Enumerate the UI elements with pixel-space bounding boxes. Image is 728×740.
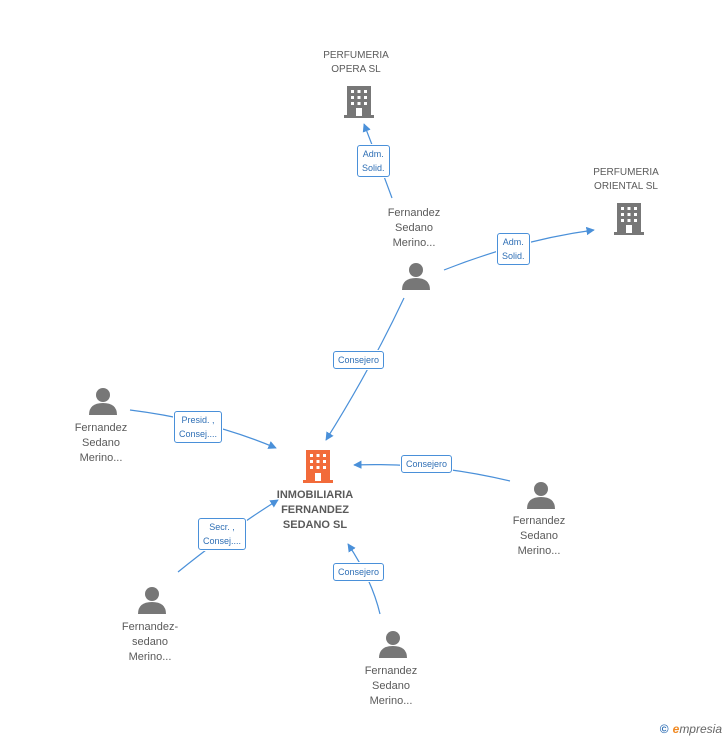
empresia-watermark[interactable]: ©empresia xyxy=(660,722,722,736)
person-icon xyxy=(89,388,117,415)
person-left-label[interactable]: Fernandez Sedano Merino... xyxy=(51,421,151,466)
edge-label-line: Adm. xyxy=(502,237,524,247)
main-building-icon xyxy=(303,450,333,483)
label-line: Fernandez xyxy=(74,422,128,434)
edge-label-line: Consejero xyxy=(338,355,380,365)
edge-label-line: Consejero xyxy=(338,567,380,577)
edge-label-line: Consejero xyxy=(406,459,448,469)
person-icon xyxy=(402,263,430,290)
edge-label-consejero-bottom: Consejero xyxy=(333,563,385,581)
label-line: PERFUMERIA xyxy=(323,50,389,61)
label-line: Fernandez- xyxy=(121,621,179,633)
edge-top-to-main xyxy=(325,297,405,441)
person-right-label[interactable]: Fernandez Sedano Merino... xyxy=(489,514,589,559)
label-line: sedano xyxy=(131,636,169,648)
label-line: ORIENTAL SL xyxy=(594,181,658,192)
label-line: PERFUMERIA xyxy=(593,167,659,178)
edge-label-consejero-right: Consejero xyxy=(401,455,453,473)
building-icon xyxy=(614,203,644,235)
edge-label-adm-solid-oriental: Adm. Solid. xyxy=(497,233,530,265)
edge-label-line: Consej.... xyxy=(179,429,218,439)
edge-label-line: Secr. , xyxy=(209,522,235,532)
label-line: Merino... xyxy=(369,695,413,707)
edge-label-line: Solid. xyxy=(362,163,385,173)
person-bottom-label[interactable]: Fernandez Sedano Merino... xyxy=(341,664,441,709)
label-line: Fernandez xyxy=(387,207,441,219)
label-line: Merino... xyxy=(79,452,123,464)
label-line: Merino... xyxy=(392,237,436,249)
label-line: Fernandez xyxy=(512,515,566,527)
edge-label-line: Consej.... xyxy=(203,536,242,546)
edge-label-adm-solid-opera: Adm. Solid. xyxy=(357,145,390,177)
label-line: Sedano xyxy=(82,437,120,449)
person-top-label[interactable]: Fernandez Sedano Merino... xyxy=(364,206,464,251)
brand-initial: e xyxy=(672,722,680,736)
edge-label-presid-consej: Presid. , Consej.... xyxy=(174,411,223,443)
company-perfumeria-oriental-label[interactable]: PERFUMERIA ORIENTAL SL xyxy=(576,166,676,194)
label-line: OPERA SL xyxy=(331,64,381,75)
label-line: Sedano xyxy=(395,222,433,234)
label-line: INMOBILIARIA xyxy=(276,489,354,501)
person-bottom-left-label[interactable]: Fernandez- sedano Merino... xyxy=(100,620,200,665)
main-company-label[interactable]: INMOBILIARIA FERNANDEZ SEDANO SL xyxy=(265,488,365,533)
label-line: SEDANO SL xyxy=(282,519,348,531)
label-line: Sedano xyxy=(520,530,558,542)
edge-label-line: Adm. xyxy=(362,149,384,159)
copyright-icon: © xyxy=(659,722,669,736)
label-line: Merino... xyxy=(517,545,561,557)
brand-name: mpresia xyxy=(679,722,722,736)
building-icon xyxy=(344,86,374,118)
company-perfumeria-opera-label[interactable]: PERFUMERIA OPERA SL xyxy=(306,49,406,77)
edge-label-secr-consej: Secr. , Consej.... xyxy=(198,518,247,550)
label-line: Merino... xyxy=(128,651,172,663)
label-line: Fernandez xyxy=(364,665,418,677)
label-line: Sedano xyxy=(372,680,410,692)
edge-label-consejero-top: Consejero xyxy=(333,351,385,369)
edge-label-line: Solid. xyxy=(502,251,525,261)
person-icon xyxy=(138,587,166,614)
edge-label-line: Presid. , xyxy=(181,415,215,425)
person-icon xyxy=(527,482,555,509)
person-icon xyxy=(379,631,407,658)
label-line: FERNANDEZ xyxy=(281,504,349,516)
